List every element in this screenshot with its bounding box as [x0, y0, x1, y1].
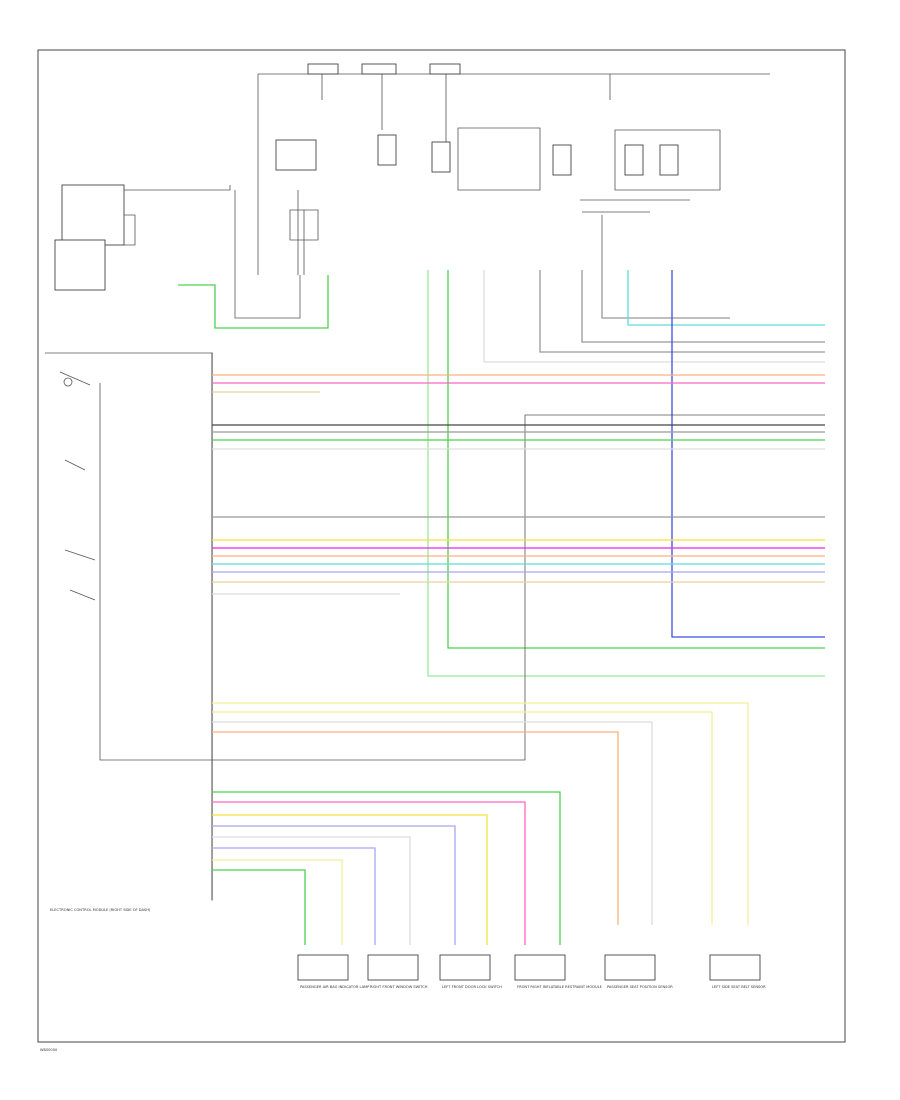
sensor-components: PASSENGER AIR BAG INDICATOR LAMP RIGHT F… [297, 954, 766, 989]
component-lss: LEFT SIDE SEAT BELT SENSOR [709, 954, 766, 989]
sensor-wires [212, 702, 749, 945]
relay-5 [624, 144, 644, 176]
component-label-ovs: RIGHT FRONT WINDOW SWITCH [370, 985, 428, 989]
relay-3 [431, 141, 451, 173]
component-label-frs: FRONT RIGHT INFLATABLE RESTRAINT MODULE [517, 985, 603, 989]
control-module: ELECTRONIC CONTROL MODULE (RIGHT SIDE OF… [45, 352, 825, 912]
left-switch-bottom [54, 239, 106, 291]
diagram-frame [37, 49, 846, 1043]
footer-code: W8S0000 [40, 1048, 58, 1052]
relay-4 [552, 144, 572, 176]
horizontal-wires [212, 374, 825, 595]
left-switch-top [61, 184, 125, 246]
relay-2 [377, 134, 397, 166]
component-label-sps: PASSENGER SEAT POSITION SENSOR [607, 985, 673, 989]
component-ovs: RIGHT FRONT WINDOW SWITCH [367, 954, 428, 989]
relay-1 [275, 139, 317, 171]
component-lfd: LEFT FRONT DOOR LOCK SWITCH [439, 954, 502, 989]
component-sps: PASSENGER SEAT POSITION SENSOR [604, 954, 673, 989]
power-distribution-area [54, 63, 770, 291]
component-frs: FRONT RIGHT INFLATABLE RESTRAINT MODULE [514, 954, 603, 989]
top-vertical-drops [178, 190, 825, 677]
fuse-block-2 [361, 63, 397, 75]
switch-contact-1 [63, 377, 73, 387]
component-label-idm: PASSENGER AIR BAG INDICATOR LAMP [300, 985, 370, 989]
fuse-block-1 [307, 63, 339, 75]
module-label: ELECTRONIC CONTROL MODULE (RIGHT SIDE OF… [50, 908, 151, 912]
component-label-lfd: LEFT FRONT DOOR LOCK SWITCH [442, 985, 502, 989]
component-label-lss: LEFT SIDE SEAT BELT SENSOR [712, 985, 766, 989]
fuse-block-3 [429, 63, 461, 75]
component-idm: PASSENGER AIR BAG INDICATOR LAMP [297, 954, 370, 989]
relay-6 [659, 144, 679, 176]
